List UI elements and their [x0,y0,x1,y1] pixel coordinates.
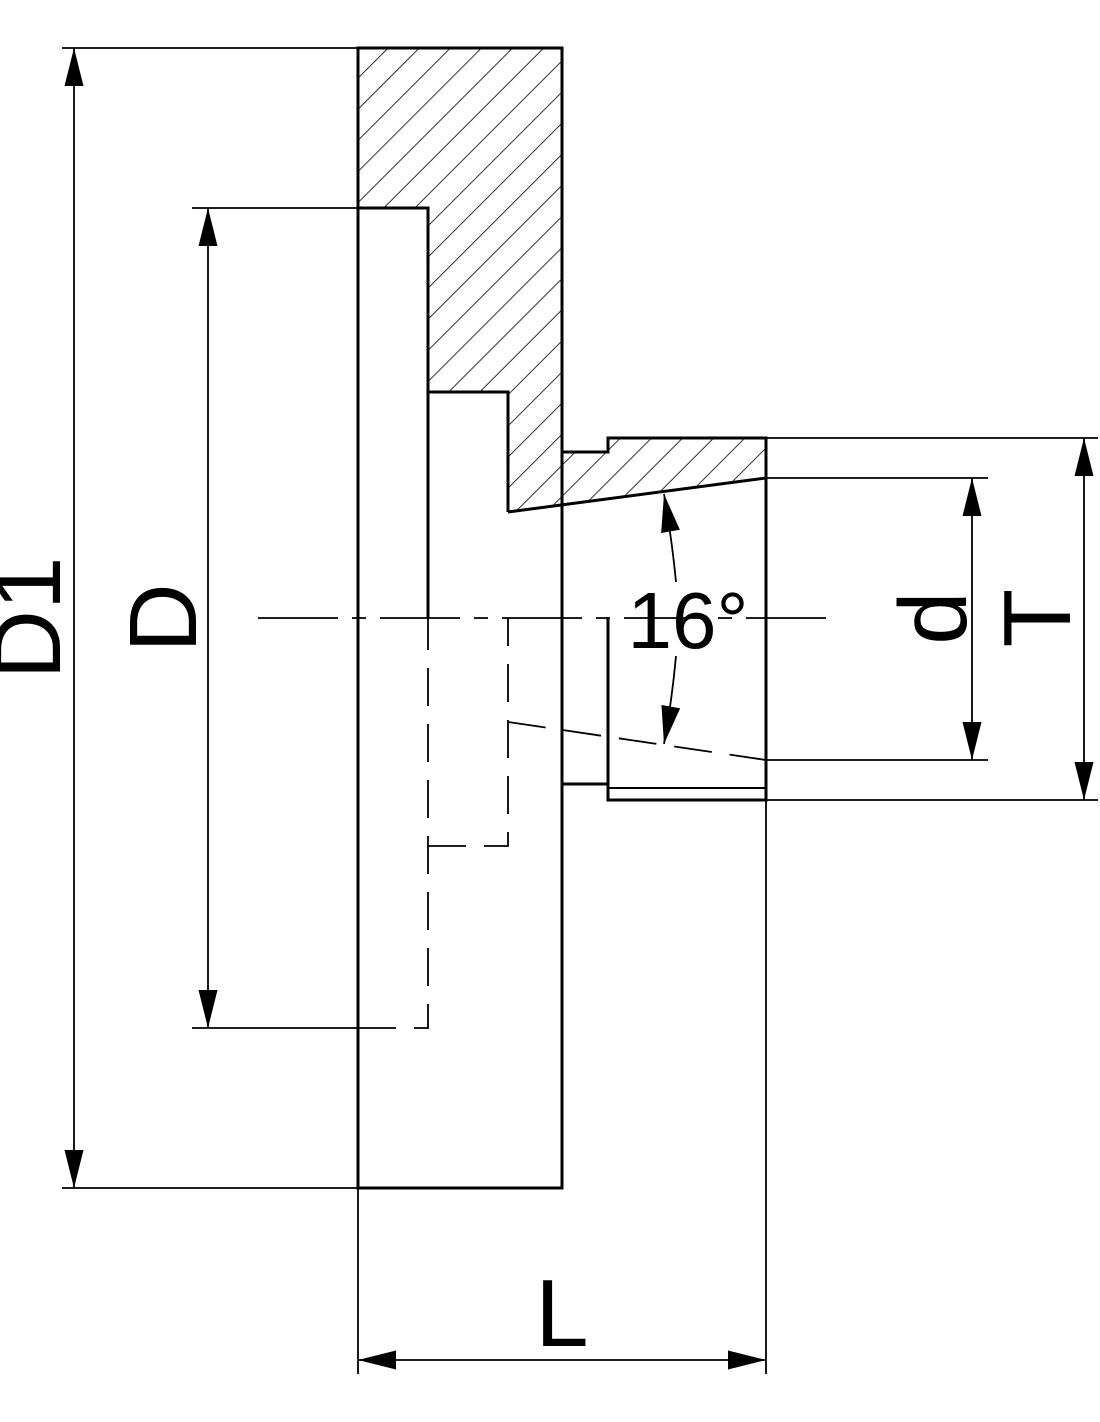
angle-arc-lower [661,655,681,745]
extension-lines [62,47,1098,1374]
label-d: D [110,583,217,652]
dimension-lines [64,48,1094,1370]
label-d1: D1 [0,557,81,680]
angle-arc-upper [661,493,680,583]
label-taper-angle: 16° [628,576,749,665]
label-small-d: d [880,591,987,644]
label-l: L [535,1260,588,1367]
label-t: T [984,589,1091,648]
hidden-lines [358,618,767,1029]
